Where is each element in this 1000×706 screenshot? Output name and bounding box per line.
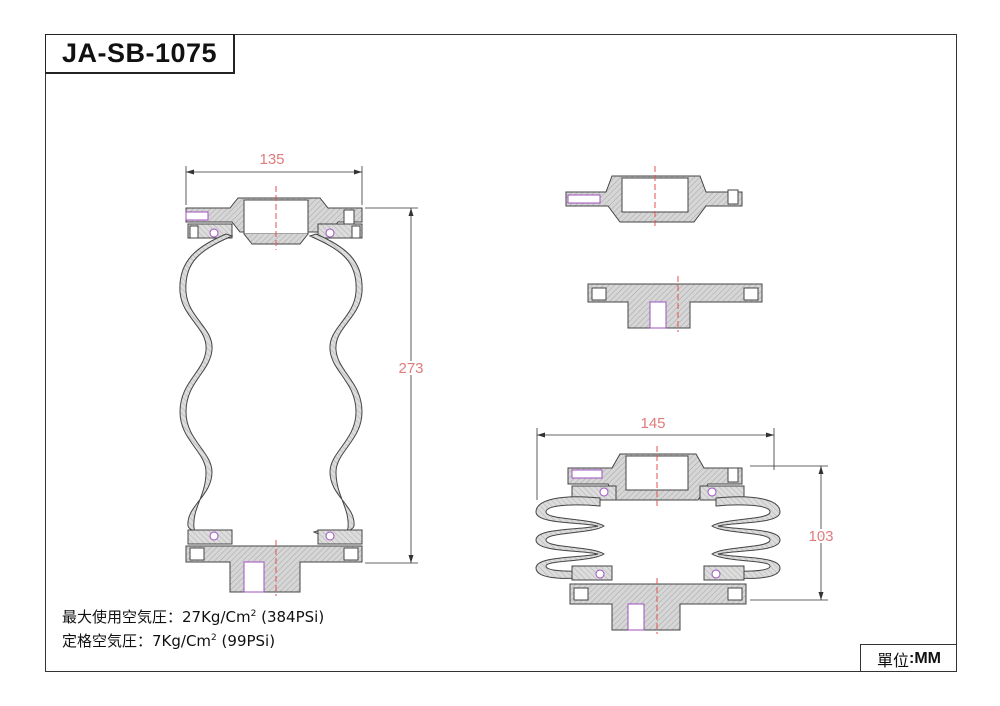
dim-compressed-width [536, 428, 775, 500]
rated-pressure-psi: (99PSi) [216, 632, 276, 650]
max-pressure-spec: 最大使用空気圧：27Kg/Cm2 (384PSi) [62, 606, 324, 627]
main-bottom-plate [185, 545, 363, 593]
dim-main-width-label: 135 [259, 151, 284, 168]
upper-plate-detail [565, 166, 743, 228]
main-top-beads [187, 223, 363, 239]
unit-label: 單位 [877, 652, 910, 670]
dim-compressed-height-label: 103 [808, 528, 833, 545]
rated-pressure-spec: 定格空気圧：7Kg/Cm2 (99PSi) [62, 630, 275, 651]
lower-plate-detail [587, 276, 763, 332]
dim-main-height-label: 273 [398, 360, 423, 377]
unit-value: :MM [909, 649, 941, 667]
drawing-frame [45, 34, 957, 672]
compressed-view [535, 428, 828, 634]
main-bellows-right [308, 233, 363, 538]
dim-compressed-width-label: 145 [640, 415, 665, 432]
max-pressure-psi: (384PSi) [256, 608, 325, 626]
main-bottom-beads [187, 529, 363, 545]
rated-pressure-sup: 2 [211, 633, 217, 643]
main-extended-view [179, 166, 418, 596]
part-number-title: JA-SB-1075 [61, 38, 218, 68]
title-block: JA-SB-1075 [45, 34, 235, 74]
main-bellows-left [179, 233, 234, 538]
dim-main-width [185, 166, 363, 205]
rated-pressure-text: 定格空気圧：7Kg/Cm [62, 632, 212, 650]
dim-main-height [365, 207, 418, 564]
max-pressure-sup: 2 [250, 609, 257, 619]
dim-compressed-height [750, 465, 828, 601]
max-pressure-text: 最大使用空気圧：27Kg/Cm [62, 608, 251, 626]
unit-block: 單位:MM [860, 644, 957, 672]
